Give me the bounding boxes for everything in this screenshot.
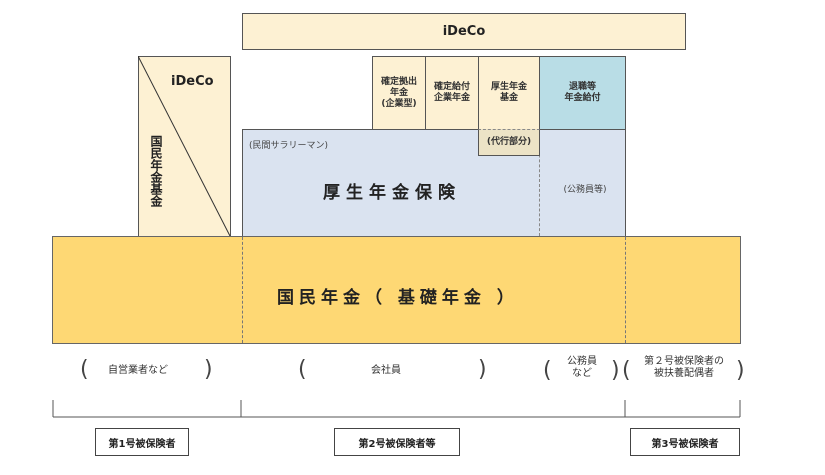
kokumin-nenkin-bar: 国民年金（ 基礎年金 ） [52,236,741,344]
category-line-2: 被扶養配偶者 [654,368,714,379]
kokumin-kikin-label: 国民年金基金 [149,135,163,207]
kakutei-kyufu-line-2: 企業年金 [433,93,470,103]
daiko-bubun-box: (代行部分) [478,129,540,156]
kokumin-nenkin-title: 国民年金（ 基礎年金 ） [277,288,519,308]
kokumin-divider-2 [625,237,626,343]
kosei-kikin-line-1: 厚生年金 [490,82,527,92]
close-paren: ) [611,358,620,383]
close-paren: ) [736,358,745,383]
tag-label: 第1号被保険者 [108,438,176,450]
tag-dai2gou: 第2号被保険者等 [334,428,460,456]
kosei-nenkin-kikin-box: 厚生年金 基金 [478,56,540,130]
close-paren: ) [204,357,213,382]
tag-label: 第2号被保険者等 [358,438,436,450]
kokumin-divider-1 [242,237,243,343]
category-koumuin: ( 公務員 など ) [543,352,623,388]
diagonal-divider [138,56,231,237]
daiko-bubun-label: (代行部分) [486,137,532,147]
left-ideco-label: iDeCo [171,74,214,89]
tag-dai3gou: 第3号被保険者 [630,428,740,456]
kakutei-kyoshutsu-line-2: 年金 [389,87,408,98]
koumuin-divider [539,130,540,236]
kakutei-kyoshutsu-line-1: 確定拠出 [380,76,417,87]
kakutei-kyoshutsu-box: 確定拠出 年金 (企業型) [372,56,426,130]
category-label: 会社員 [371,365,401,376]
kakutei-kyoshutsu-line-3: (企業型) [381,98,417,109]
open-paren: ( [622,358,631,383]
kakutei-kyufu-line-1: 確定給付 [433,82,470,92]
grouping-brackets [52,400,741,418]
kosei-nenkin-hoken-title: 厚生年金保険 [323,183,461,203]
taishoku-line-2: 年金給付 [564,93,601,103]
category-line-1: 第２号被保険者の [644,356,724,367]
taishoku-line-1: 退職等 [568,82,596,92]
close-paren: ) [478,357,487,382]
category-haigusha: ( 第２号被保険者の 被扶養配偶者 ) [622,352,747,388]
open-paren: ( [80,357,89,382]
kosei-kikin-line-2: 基金 [499,93,518,103]
category-jieigyo: ( 自営業者など ) [80,357,215,385]
kakutei-kyufu-box: 確定給付 企業年金 [425,56,479,130]
category-label: 第２号被保険者の 被扶養配偶者 [630,356,738,380]
left-ideco-kikin-box: iDeCo 国民年金基金 [138,56,231,237]
ideco-top-bar: iDeCo [242,13,686,50]
koumuin-label: (公務員等) [563,185,607,195]
category-kaishain: ( 会社員 ) [298,357,498,385]
kosei-nenkin-hoken-box: (民間サラリーマン) 厚生年金保険 (公務員等) [242,129,626,237]
tag-label: 第3号被保険者 [651,438,719,450]
category-label: 公務員 など [555,356,609,380]
category-line-2: など [572,368,592,379]
category-label: 自営業者など [108,365,168,376]
ideco-top-label: iDeCo [442,24,486,39]
open-paren: ( [298,357,307,382]
minkan-salaryman-label: (民間サラリーマン) [249,141,329,151]
taishoku-nenkin-box: 退職等 年金給付 [539,56,626,130]
open-paren: ( [543,358,552,383]
tag-dai1gou: 第1号被保険者 [95,428,189,456]
category-line-1: 公務員 [567,356,597,367]
